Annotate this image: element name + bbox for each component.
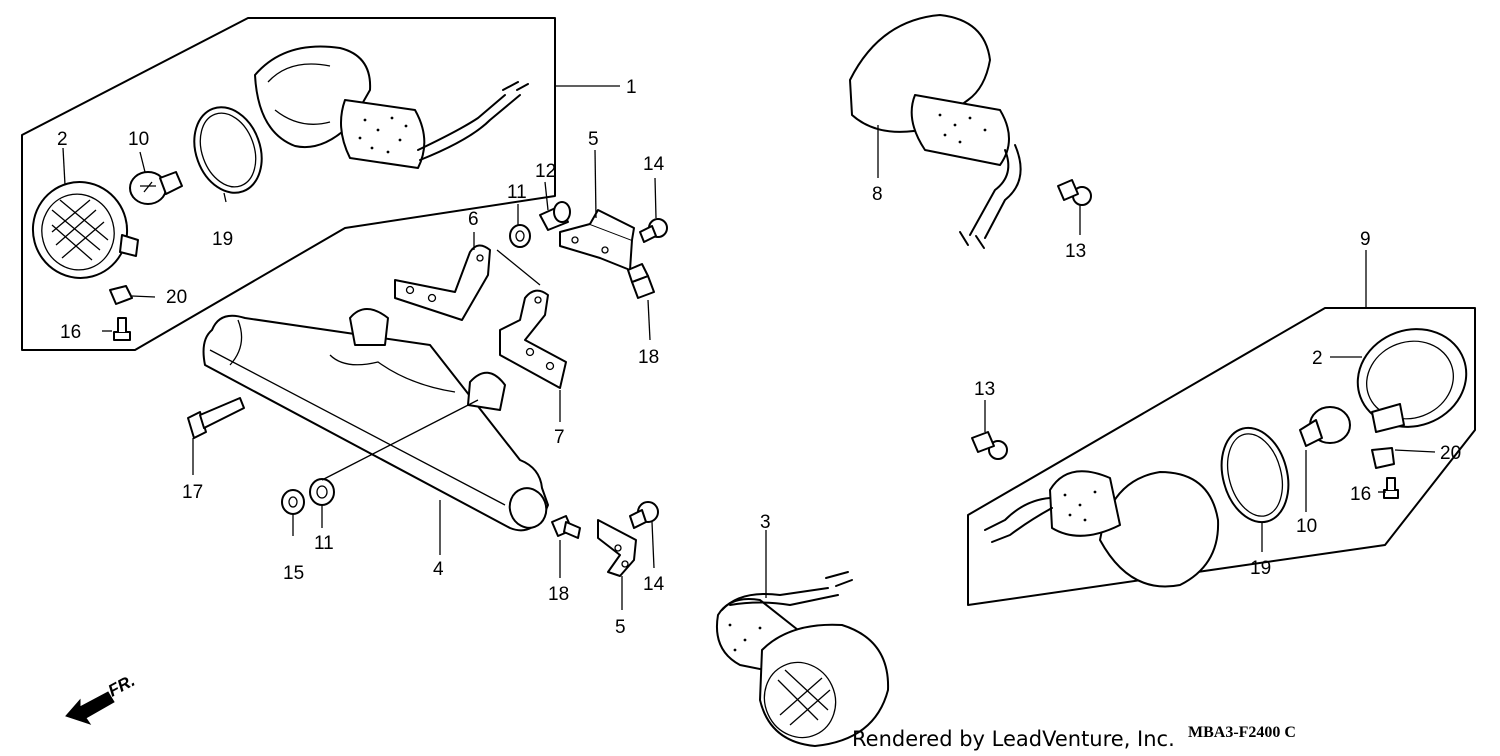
callout-18-upper: 18 — [638, 347, 659, 368]
nut-20-right — [1371, 447, 1395, 469]
callout-2-right: 2 — [1312, 348, 1323, 369]
callout-18-lower: 18 — [548, 584, 569, 605]
callout-17: 17 — [182, 482, 203, 503]
lens-left — [31, 181, 139, 279]
turn-signal-housing-right — [984, 470, 1220, 588]
callout-5-upper: 5 — [588, 129, 599, 150]
nut-left — [109, 285, 133, 305]
lens-right — [1356, 328, 1468, 433]
credit-text: Rendered by LeadVenture, Inc. — [852, 727, 1175, 751]
bolt-17 — [187, 397, 245, 439]
callout-9: 9 — [1360, 229, 1371, 250]
screw-16-right — [1383, 477, 1399, 499]
bracket-6 — [394, 244, 491, 321]
callout-10-right: 10 — [1296, 516, 1317, 537]
callout-16-left: 16 — [60, 322, 81, 343]
callout-19-right: 19 — [1250, 558, 1271, 579]
signal-mount-bar — [202, 308, 549, 532]
callout-7: 7 — [554, 427, 565, 448]
bolt-18-upper — [627, 263, 655, 299]
callout-14-lower: 14 — [643, 574, 665, 595]
callout-13-lower: 13 — [974, 379, 995, 400]
callout-19-left: 19 — [212, 229, 233, 250]
turn-signal-3 — [716, 571, 890, 747]
washer-15 — [281, 489, 305, 515]
front-direction-arrow: FR. — [65, 671, 138, 725]
gasket-ring-right — [1220, 426, 1290, 524]
leader-lines — [62, 85, 1436, 610]
callout-8: 8 — [872, 184, 883, 205]
bulb-right — [1299, 406, 1351, 447]
callout-13-upper: 13 — [1065, 241, 1086, 262]
callout-14-upper: 14 — [643, 154, 665, 175]
bolt-18-lower — [551, 515, 581, 539]
bracket-5-upper — [559, 209, 635, 271]
callout-2-left: 2 — [57, 129, 68, 150]
group-outline-left-turn-signal — [21, 17, 556, 351]
callout-20-left: 20 — [166, 287, 187, 308]
bolt-14-upper — [639, 218, 668, 243]
nut-11-lower — [309, 478, 335, 506]
screw-13-lower — [971, 431, 1008, 460]
bolt-14-lower — [629, 501, 659, 529]
callout-10-left: 10 — [128, 129, 149, 150]
callout-4: 4 — [433, 559, 444, 580]
screw-left — [113, 317, 131, 341]
collar-12 — [539, 201, 571, 231]
callout-1: 1 — [626, 77, 637, 98]
gasket-ring-left — [193, 106, 263, 194]
turn-signal-housing-left — [254, 45, 529, 169]
bracket-7 — [499, 289, 567, 389]
group-outline-right-turn-signal — [967, 307, 1476, 606]
callout-5-lower: 5 — [615, 617, 626, 638]
callout-3: 3 — [760, 512, 771, 533]
callout-12: 12 — [535, 161, 556, 182]
callout-6: 6 — [468, 209, 479, 230]
screw-13-upper — [1057, 179, 1092, 206]
callout-11-upper: 11 — [507, 182, 527, 203]
callout-20-right: 20 — [1440, 443, 1461, 464]
bracket-5-lower — [597, 519, 637, 577]
turn-signal-8 — [849, 14, 1022, 249]
diagram-code: MBA3-F2400 C — [1188, 724, 1296, 741]
callout-16-right: 16 — [1350, 484, 1371, 505]
nut-11-upper — [509, 224, 531, 248]
bulb-left — [129, 171, 183, 205]
callout-11-lower: 11 — [314, 533, 334, 554]
callout-15: 15 — [283, 563, 304, 584]
